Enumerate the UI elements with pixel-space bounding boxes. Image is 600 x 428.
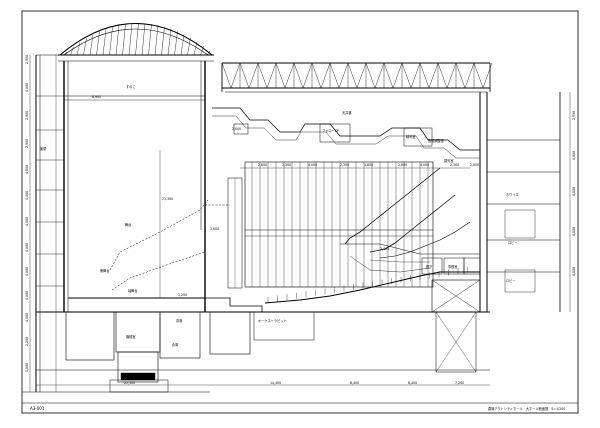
dim-left: 2,900: [25, 111, 29, 120]
dim-right: 4,000: [572, 151, 576, 160]
dim-balcony: 4,000: [308, 163, 317, 167]
dim-left: 1,000: [25, 363, 29, 372]
seating-tiers: [264, 167, 480, 304]
auditorium-ceiling: [212, 107, 480, 159]
dim-left: 2,950: [25, 55, 29, 64]
room-stage: 舞台: [125, 222, 131, 227]
room-trap: 奈落: [176, 318, 183, 323]
arched-roof: [58, 23, 214, 62]
dim-balcony: 1,800: [364, 163, 373, 167]
dim-left: 4,000: [25, 291, 29, 300]
room-follow-spot: フォローSP: [322, 128, 339, 133]
right-annex: [479, 92, 561, 312]
dim-right: 4,000: [572, 187, 576, 196]
lower-right-rooms: [421, 257, 481, 373]
roof-truss: [221, 62, 493, 93]
left-annex: [35, 54, 64, 392]
room-side-stage: 袖舞台: [128, 288, 138, 293]
room-ceiling-void: 天井裏: [342, 110, 352, 115]
dim-right: 4,000: [572, 267, 576, 276]
dim-left: 4,000: [25, 267, 29, 276]
dim-left: 2,900: [25, 139, 29, 148]
dim-bottom: 22,500: [124, 381, 135, 385]
room-projection: 映写室: [406, 134, 416, 139]
room-foyer: ホワイエ: [506, 192, 519, 197]
room-office: 事務室: [448, 264, 458, 269]
dim-right: 2,550: [572, 111, 576, 120]
dim-bottom: 7,200: [455, 381, 464, 385]
room-corridor: 廊下: [426, 264, 433, 269]
dim-left: 4,000: [25, 83, 29, 92]
dim-left: 4,000: [25, 191, 29, 200]
dim-misc: 21,300: [162, 197, 173, 201]
room-storage: 倉庫: [172, 342, 179, 347]
dim-misc: 2,000: [232, 127, 241, 131]
drawing-title: 劇場アクトシティホール 大ホール断面図 S=1/200: [488, 406, 565, 411]
dim-misc: 8,900: [92, 95, 101, 99]
dim-balcony: 4,000: [420, 163, 429, 167]
dim-balcony: 2,600: [258, 163, 267, 167]
dim-misc: 3,600: [210, 227, 219, 231]
dim-balcony: 2,300: [450, 163, 459, 167]
room-upper-lobby: ロビー: [506, 278, 516, 283]
dim-left: 4,000: [25, 217, 29, 226]
sheet-number: A3-001: [30, 406, 45, 411]
side-wall-panels: [244, 161, 434, 288]
dim-balcony: 2,300: [282, 163, 291, 167]
dim-balcony: 2,000: [470, 163, 479, 167]
room-machine: 機械室: [126, 334, 136, 339]
dim-left: 4,000: [25, 165, 29, 174]
dim-balcony: 2,300: [340, 163, 349, 167]
room-fly-gallery: すのこ: [126, 84, 136, 89]
dim-left: 4,000: [25, 313, 29, 322]
dimension-text: 2,950 4,000 2,900 2,900 4,000 4,000 4,000 4,000…: [25, 55, 576, 385]
dim-bottom: 6,400: [408, 381, 417, 385]
dim-bottom: 14,400: [270, 381, 281, 385]
dim-right: 4,000: [572, 227, 576, 236]
dim-misc: 2,400: [380, 247, 389, 251]
room-orchestra-pit: オーケストラピット: [258, 318, 287, 323]
dim-left: 2,200: [25, 337, 29, 346]
stage-tower: [22, 61, 210, 393]
dim-misc: 1,200: [178, 293, 187, 297]
dimension-lines: [29, 55, 571, 392]
room-sound-booth: 音響調整室: [428, 138, 444, 143]
room-dressing: 楽屋: [40, 146, 47, 151]
sheet-border: [21, 10, 579, 414]
dim-bottom: 8,400: [350, 381, 359, 385]
dim-left: 4,000: [25, 243, 29, 252]
proscenium-guides: [109, 199, 230, 291]
stage-front: [205, 177, 315, 355]
dim-balcony: 2,600: [398, 163, 407, 167]
room-stage-wing: 側舞台: [100, 268, 110, 273]
room-lobby: ロビー: [508, 240, 518, 245]
room-lighting-booth: 調光室: [444, 158, 454, 163]
